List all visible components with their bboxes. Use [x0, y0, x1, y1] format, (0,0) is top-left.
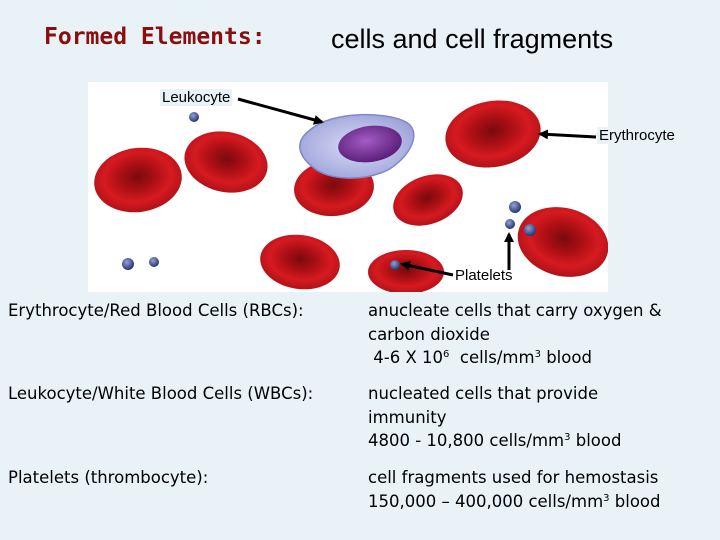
rbc-desc-line: carbon dioxide — [368, 324, 490, 344]
platelets-label: Platelets — [455, 267, 513, 284]
title-subtitle: cells and cell fragments — [331, 24, 614, 54]
rbc-count: 4-6 X 106 cells/mm3 blood — [373, 348, 592, 367]
platelets-term: Platelets (thrombocyte): — [8, 468, 209, 487]
wbc-desc-line: immunity — [368, 407, 447, 427]
platelet-cells — [122, 112, 536, 270]
wbc-description: nucleated cells that provide immunity 48… — [368, 382, 713, 453]
wbc-desc-line: nucleated cells that provide — [368, 384, 599, 403]
wbc-count: 4800 - 10,800 cells/mm3 blood — [368, 431, 622, 450]
blood-cells-image — [88, 82, 608, 292]
wbc-term: Leukocyte/White Blood Cells (WBCs): — [8, 384, 314, 403]
rbc-description: anucleate cells that carry oxygen & carb… — [368, 299, 713, 370]
blood-cells-illustration — [94, 100, 608, 292]
rbc-term: Erythrocyte/Red Blood Cells (RBCs): — [8, 301, 304, 320]
erythrocyte-label: Erythrocyte — [597, 127, 677, 144]
platelets-count: 150,000 – 400,000 cells/mm3 blood — [368, 491, 661, 511]
platelets-description: cell fragments used for hemostasis 150,0… — [368, 466, 713, 513]
platelets-desc-line: cell fragments used for hemostasis — [368, 468, 659, 487]
leukocyte-cell — [299, 113, 415, 179]
leukocyte-label: Leukocyte — [160, 89, 233, 106]
title-heading: Formed Elements: — [44, 24, 266, 50]
rbc-desc-line: anucleate cells that carry oxygen & — [368, 301, 662, 320]
erythrocyte-cells — [94, 100, 608, 292]
